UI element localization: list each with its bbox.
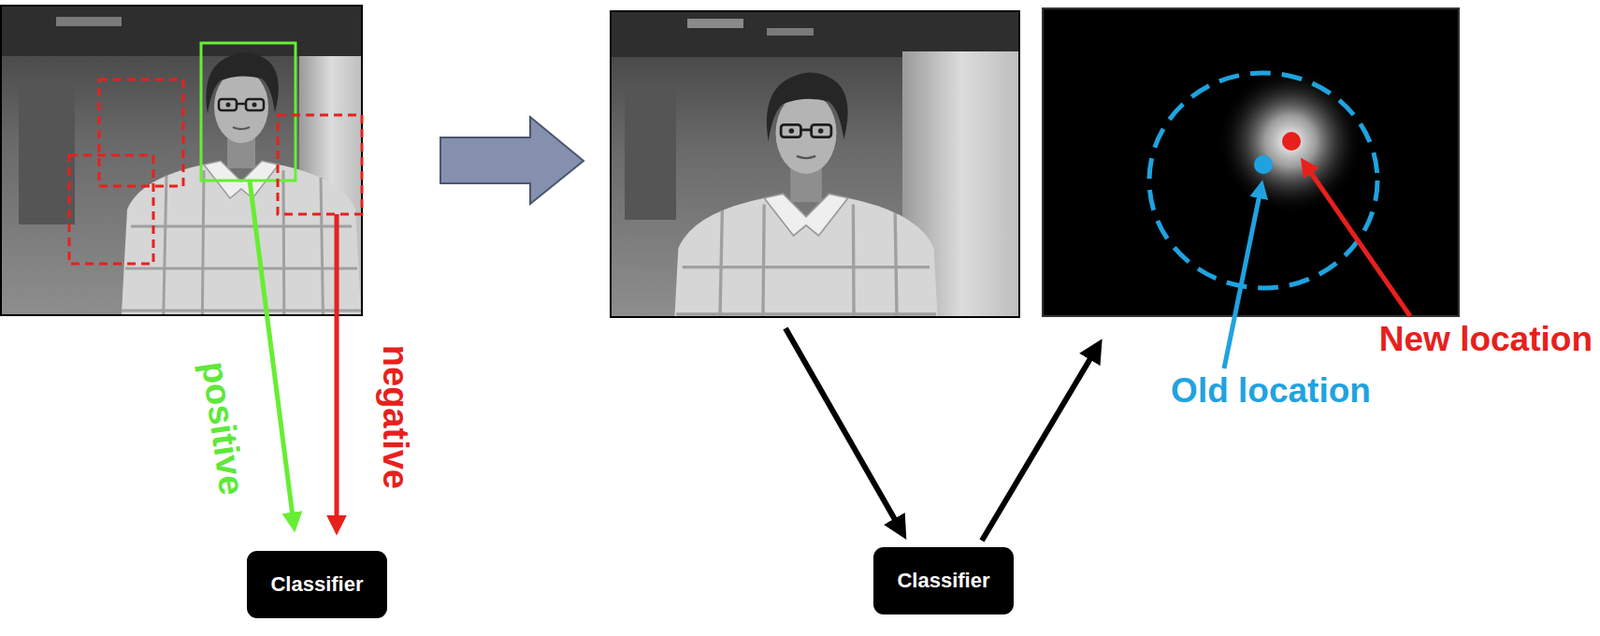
new-location-label: New location xyxy=(1379,320,1593,360)
doorway xyxy=(624,88,677,220)
photo-frame xyxy=(0,5,362,316)
old-location-dot xyxy=(1254,155,1273,174)
left-photo xyxy=(0,4,363,317)
output-arrow xyxy=(981,355,1093,541)
old-location-label: Old location xyxy=(1170,372,1371,411)
ceiling xyxy=(0,4,363,57)
ceiling-light xyxy=(766,28,814,36)
input-arrow xyxy=(785,328,897,523)
response-map xyxy=(1042,8,1459,317)
person-figure xyxy=(669,72,942,318)
negative-label: negative xyxy=(374,345,415,490)
response-glow xyxy=(1217,68,1364,215)
old-location-leader xyxy=(1224,194,1260,369)
doorway xyxy=(18,84,75,225)
photo-frame xyxy=(610,11,1020,318)
new-location-dot xyxy=(1282,131,1301,151)
node-label: Classifier xyxy=(270,572,363,597)
positive-arrow xyxy=(249,180,293,517)
middle-photo xyxy=(609,10,1021,318)
positive-box xyxy=(201,43,296,181)
person-figure xyxy=(119,52,363,317)
negative-box xyxy=(99,79,184,187)
negative-box xyxy=(277,115,362,215)
negative-arrow xyxy=(334,214,340,519)
ceiling-light xyxy=(687,18,744,29)
classifier-box: Classifier xyxy=(873,547,1014,615)
negative-box xyxy=(69,155,154,264)
classifier-box: Classifier xyxy=(246,550,388,619)
search-region xyxy=(1149,72,1378,289)
positive-label: positive xyxy=(193,359,251,498)
block-arrow xyxy=(440,116,584,204)
new-location-leader xyxy=(1309,170,1411,317)
ceiling-light xyxy=(56,16,122,27)
ceiling xyxy=(609,10,1021,58)
node-label: Classifier xyxy=(896,568,990,593)
